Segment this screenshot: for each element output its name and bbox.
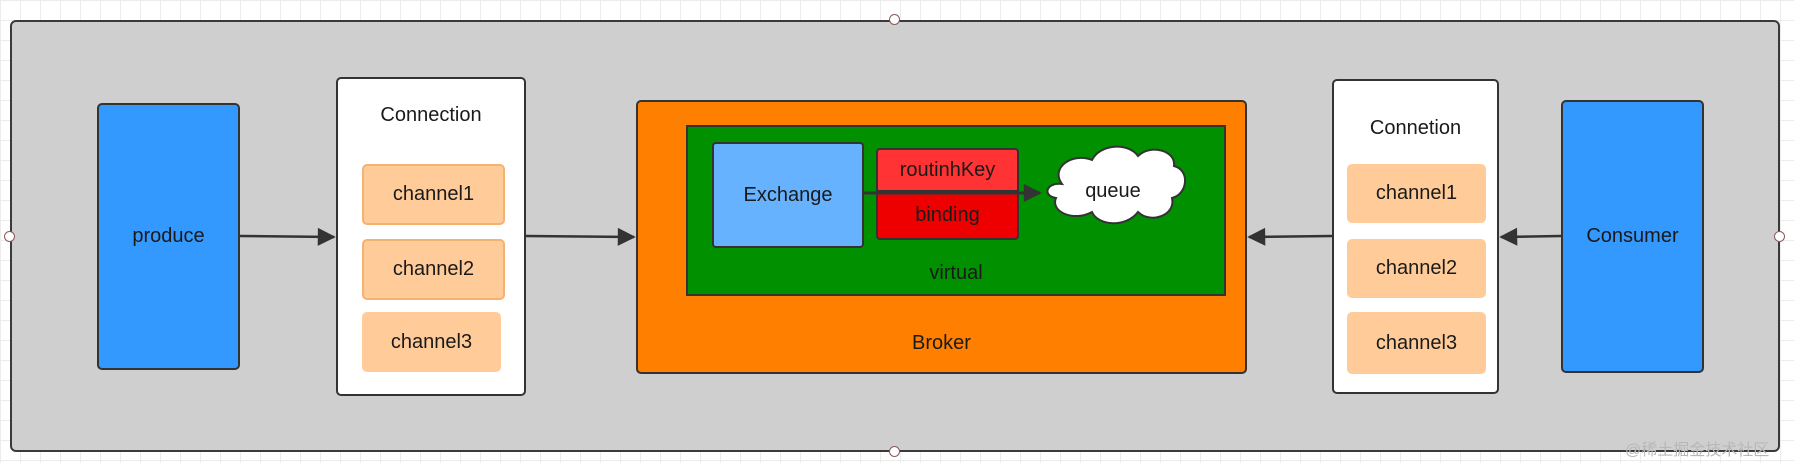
producer-channel-2[interactable]: channel2 <box>362 239 505 300</box>
routing-key-label: routinhKey <box>899 158 996 181</box>
watermark: @稀土掘金技术社区 <box>1625 442 1770 459</box>
consumer-box[interactable]: Consumer <box>1561 100 1704 373</box>
selection-handle-bottom[interactable] <box>889 446 900 457</box>
selection-handle-right[interactable] <box>1774 231 1785 242</box>
binding-label: binding <box>915 203 980 226</box>
broker-label: Broker <box>912 332 971 354</box>
producer-box[interactable]: produce <box>97 103 240 370</box>
producer-label: produce <box>132 225 205 247</box>
producer-connection-box[interactable]: Connection channel1 channel2 channel3 <box>336 77 526 396</box>
queue-label: queue <box>1085 180 1141 202</box>
selection-handle-left[interactable] <box>4 231 15 242</box>
consumer-channel-1[interactable]: channel1 <box>1347 164 1486 223</box>
producer-connection-title: Connection <box>380 104 482 126</box>
arrow-producer-to-connection <box>239 227 336 246</box>
queue-cloud[interactable] <box>1046 145 1186 225</box>
consumer-channel-2[interactable]: channel2 <box>1347 239 1486 298</box>
arrow-connection-to-broker <box>525 227 636 246</box>
consumer-connection-title: Connetion <box>1369 117 1462 139</box>
producer-channel-3[interactable]: channel3 <box>362 312 501 372</box>
consumer-connection-box[interactable]: Connetion channel1 channel2 channel3 <box>1332 79 1499 394</box>
exchange-box[interactable]: Exchange <box>712 142 864 248</box>
routing-key-box[interactable]: routinhKey <box>876 148 1019 192</box>
selection-handle-top[interactable] <box>889 14 900 25</box>
producer-channel-1[interactable]: channel1 <box>362 164 505 225</box>
arrow-consumer-connection-to-broker <box>1247 227 1333 246</box>
exchange-label: Exchange <box>743 183 833 206</box>
consumer-label: Consumer <box>1586 225 1679 247</box>
arrow-consumer-to-connection <box>1499 227 1562 246</box>
consumer-channel-3[interactable]: channel3 <box>1347 312 1486 374</box>
virtual-host-label: virtual <box>929 262 983 284</box>
binding-box[interactable]: binding <box>876 190 1019 240</box>
